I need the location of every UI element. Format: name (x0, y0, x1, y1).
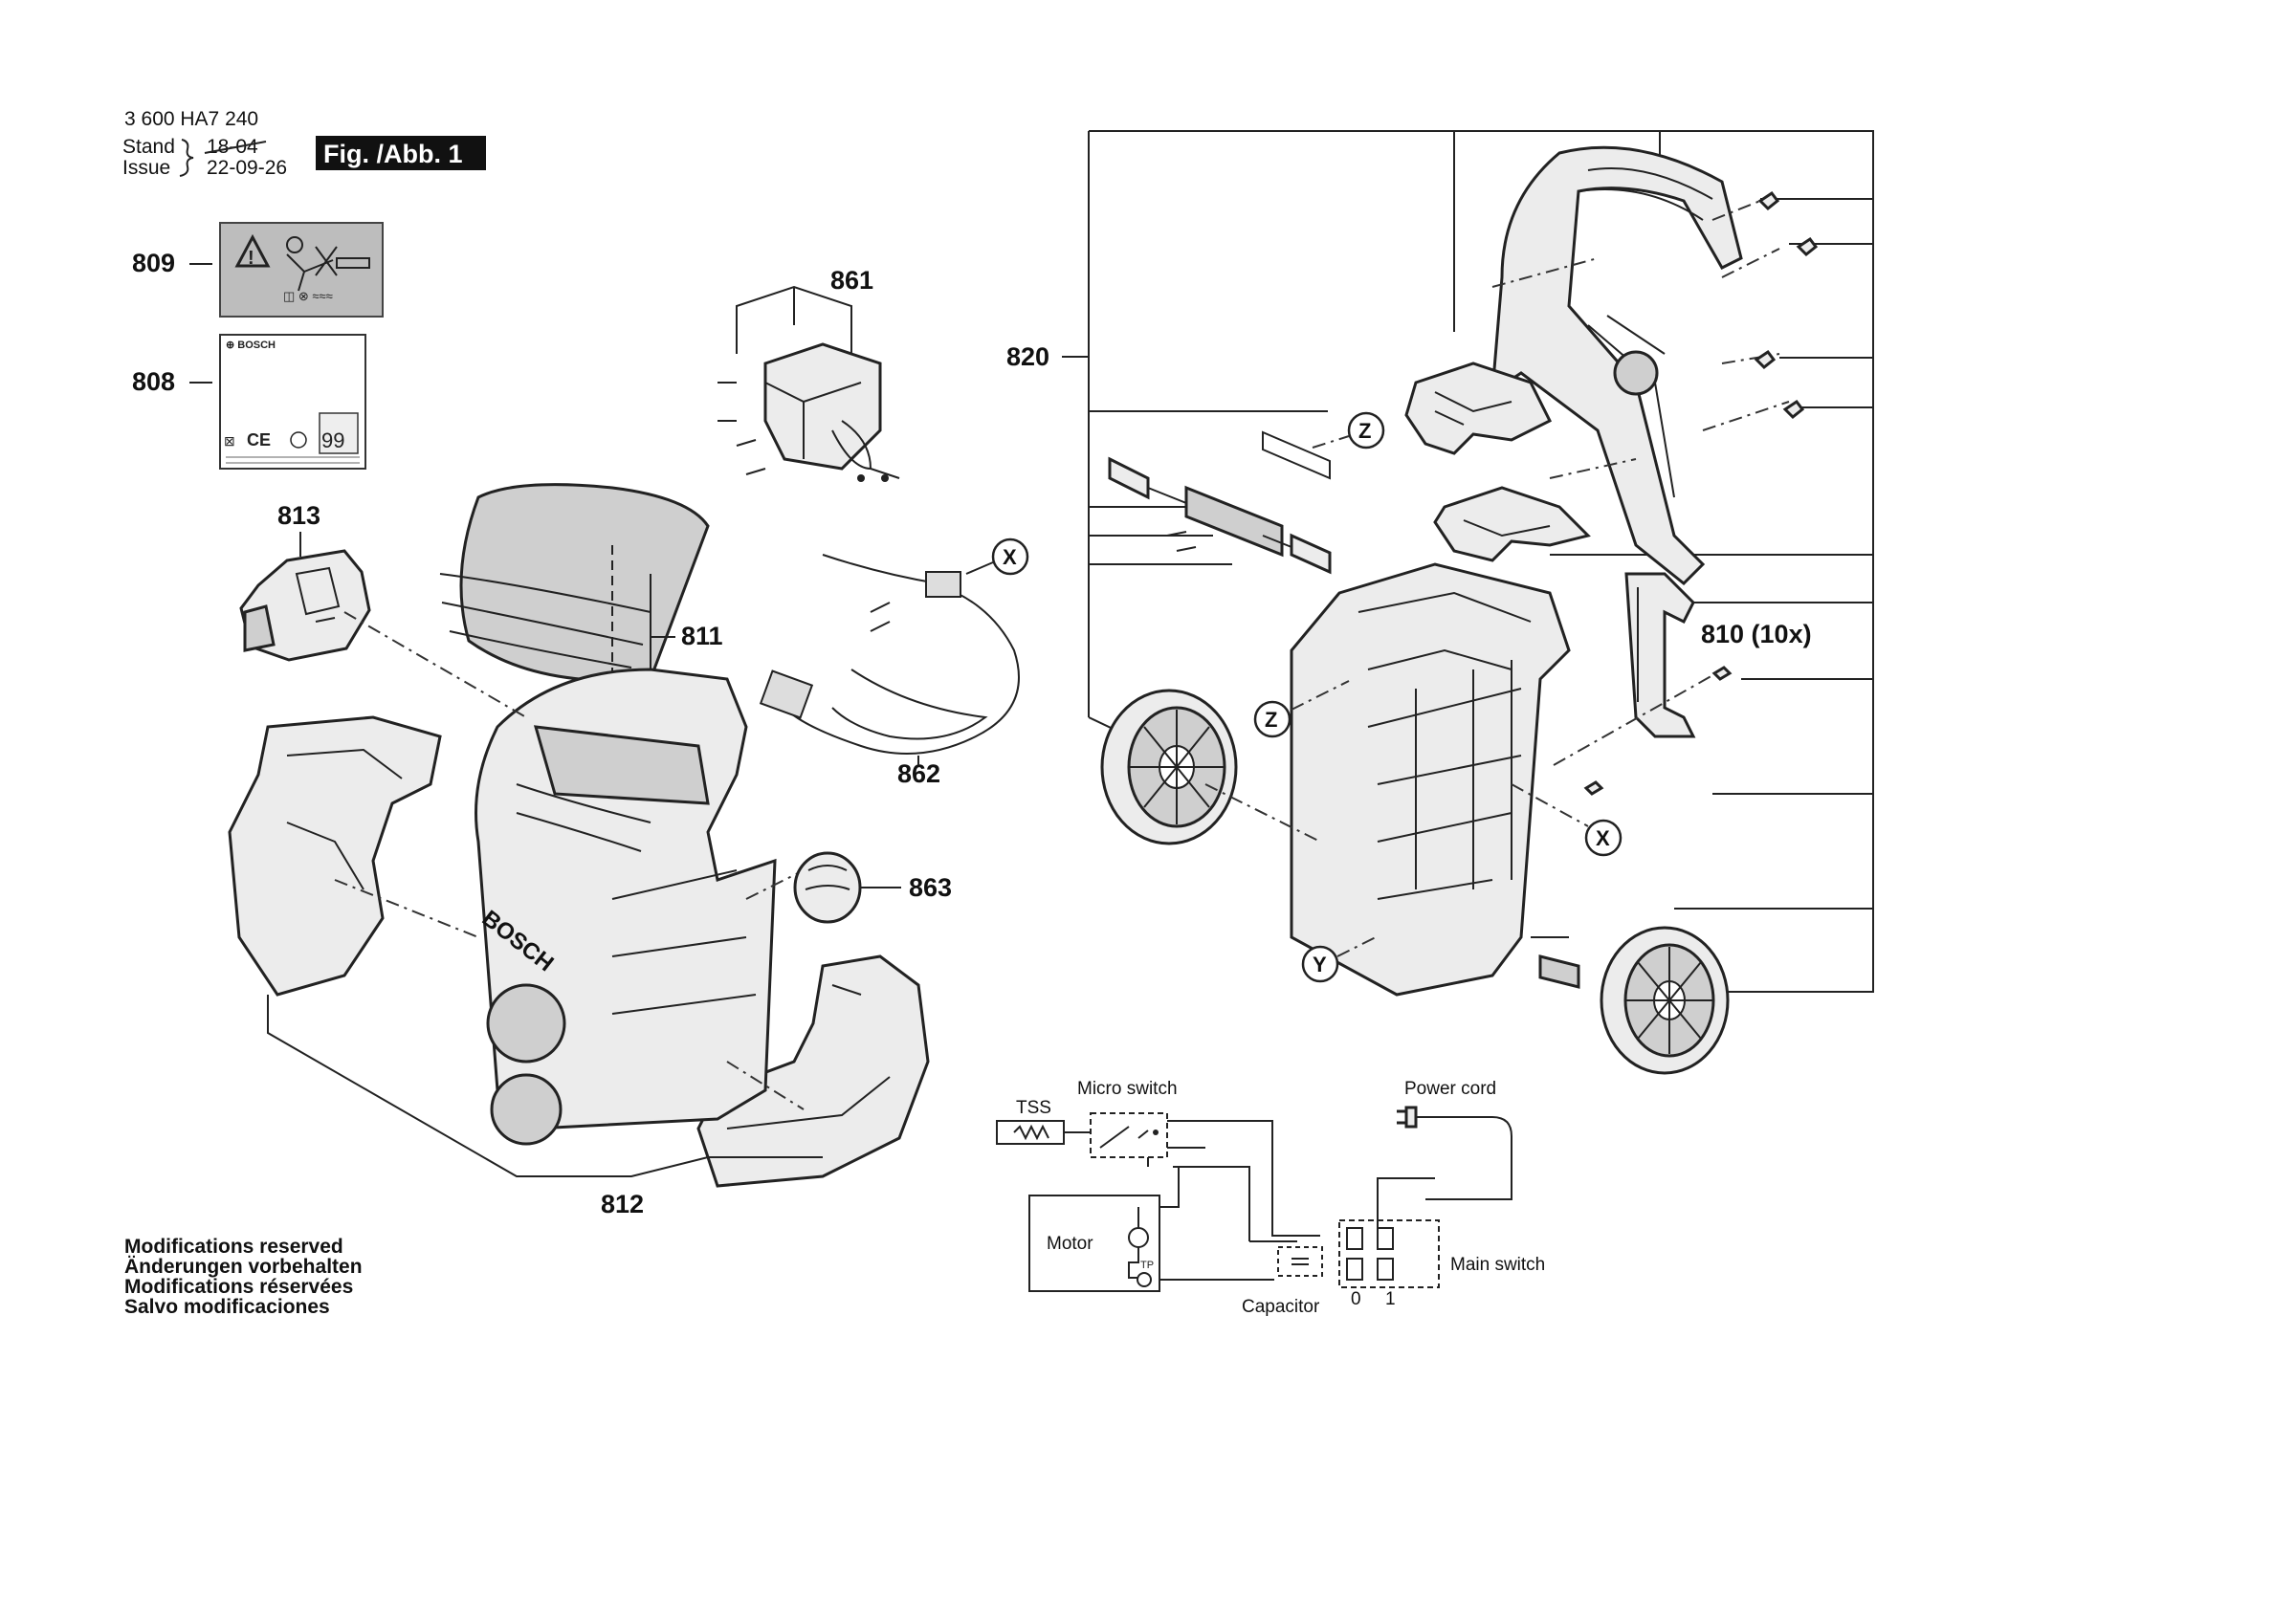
marker-y (1301, 945, 1339, 983)
main-housing: BOSCH (334, 611, 824, 1146)
part-813-hose-holder: 813 (239, 501, 371, 662)
note-2: Modifications réservées (124, 1276, 353, 1298)
wiring-tp: TP (1140, 1260, 1154, 1271)
label-809: 809 (132, 249, 175, 277)
label-813: 813 (277, 501, 320, 530)
wiring-pos1: 1 (1385, 1289, 1396, 1309)
part-812-housing-shells: 812 (228, 715, 930, 1218)
wheel-left (1100, 689, 1321, 845)
capacitor-icon (1277, 1246, 1323, 1277)
wiring-power-cord: Power cord (1404, 1079, 1496, 1099)
label-808-ce: CE (247, 430, 271, 450)
old-date-strike (204, 141, 267, 154)
wiring-capacitor: Capacitor (1242, 1297, 1320, 1317)
recycle-bin-icon: ⊠ (224, 433, 235, 449)
part-820-frame-assembly: 820 (1006, 130, 1874, 993)
wiring-micro-switch: Micro switch (1077, 1079, 1178, 1099)
label-820: 820 (1006, 342, 1049, 371)
label-808-num: 99 (321, 428, 344, 452)
micro-switch-icon (1090, 1112, 1168, 1158)
connection-markers-x: X X (965, 537, 1623, 857)
latch-assembly: Z (1108, 411, 1385, 575)
marker-x-cord-label: X (1003, 545, 1017, 569)
note-1: Änderungen vorbehalten (124, 1256, 363, 1278)
marker-x-cord (991, 537, 1029, 576)
label-811: 811 (681, 622, 723, 650)
marker-z-top (1347, 411, 1385, 450)
modification-notes: Modifications reserved Änderungen vorbeh… (124, 1236, 363, 1318)
svg-text:◫ ⊗ ≈≈≈: ◫ ⊗ ≈≈≈ (283, 289, 333, 303)
part-809-warning-label: 809 ! ◫ ⊗ ≈≈≈ (132, 222, 384, 318)
wiring-tss: TSS (1016, 1098, 1051, 1118)
label-808-brand: ⊕ BOSCH (226, 340, 276, 351)
fig-label: Fig. /Abb. 1 (323, 140, 463, 168)
note-3: Salvo modificaciones (124, 1296, 330, 1318)
marker-x-frame-label: X (1596, 826, 1610, 850)
plug-icon (759, 669, 814, 719)
fig-badge (316, 136, 486, 170)
label-810: 810 (10x) (1701, 620, 1812, 648)
label-812: 812 (601, 1190, 644, 1218)
marker-z-frame-label: Z (1265, 708, 1277, 732)
frame: Z Y (1253, 562, 1571, 997)
svg-text:!: ! (248, 248, 254, 269)
power-plug-icon (1397, 1106, 1418, 1129)
part-811-top-cover: 811 (439, 483, 723, 727)
handle-clips (1404, 362, 1591, 562)
issue-label: Issue (122, 157, 170, 179)
marker-z-frame (1253, 700, 1292, 738)
wiring-pos0: 0 (1351, 1289, 1361, 1309)
part-861-switch-module: 861 (718, 266, 900, 482)
stand-label: Stand (122, 136, 175, 158)
part-810-clip: 810 (10x) (1553, 572, 1812, 796)
marker-x-frame (1584, 819, 1623, 857)
new-date: 22-09-26 (207, 157, 287, 179)
doc-number: 3 600 HA7 240 (124, 108, 258, 130)
part-863-knob: 863 (793, 851, 952, 924)
label-808: 808 (132, 367, 175, 396)
header-block: 3 600 HA7 240 Stand Issue 18-04 22-09-26… (122, 108, 486, 179)
part-808-rating-label: 808 ⊕ BOSCH ⊠ CE 99 (132, 334, 366, 470)
wiring-diagram: TSS Micro switch Power cord Motor TP Cap… (996, 1079, 1545, 1317)
marker-z-top-label: Z (1358, 419, 1371, 443)
motor-icon (1128, 1227, 1149, 1248)
label-863: 863 (909, 873, 952, 902)
no-symbol-icon (290, 431, 307, 449)
main-switch-icon (1338, 1219, 1440, 1288)
wheel-right (1538, 926, 1730, 1075)
marker-y-label: Y (1313, 953, 1327, 976)
old-date: 18-04 (207, 136, 258, 158)
brace (179, 139, 194, 177)
operator-icon (286, 236, 303, 253)
wiring-main-switch: Main switch (1450, 1255, 1545, 1275)
wiring-motor: Motor (1047, 1234, 1093, 1254)
handle (1490, 145, 1819, 586)
note-0: Modifications reserved (124, 1236, 343, 1258)
part-862-power-cord: 862 (759, 554, 1020, 788)
label-861: 861 (830, 266, 873, 295)
tss-sensor-icon (996, 1120, 1065, 1145)
warning-triangle-icon (234, 233, 271, 268)
